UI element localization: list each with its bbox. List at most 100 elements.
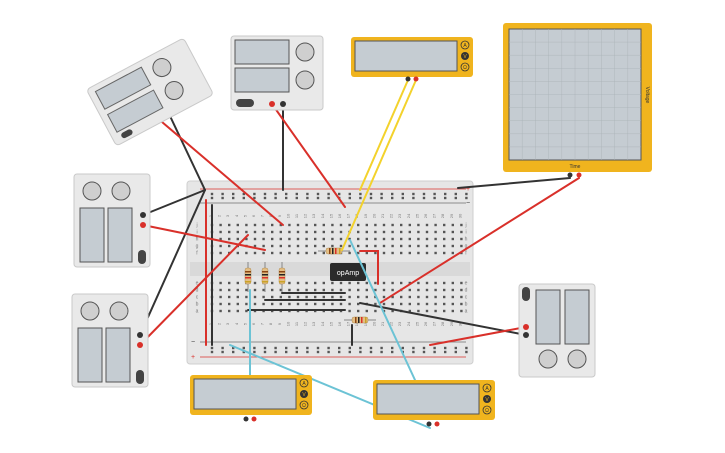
resistor-vertical-3[interactable] — [278, 262, 286, 292]
breadboard-hole[interactable] — [228, 295, 231, 299]
knob-icon[interactable] — [109, 301, 129, 321]
breadboard-hole[interactable] — [296, 237, 300, 241]
breadboard-hole[interactable] — [242, 192, 245, 196]
oscilloscope[interactable]: Time Voltage — [503, 23, 652, 178]
breadboard-hole[interactable] — [348, 281, 351, 285]
breadboard-hole[interactable] — [271, 251, 274, 255]
breadboard-hole[interactable] — [228, 237, 231, 241]
knob-icon[interactable] — [162, 78, 186, 102]
breadboard-hole[interactable] — [331, 302, 334, 306]
breadboard-hole[interactable] — [339, 281, 343, 285]
breadboard-hole[interactable] — [262, 230, 265, 234]
wire-yellow-2[interactable] — [341, 79, 417, 251]
power-supply-right[interactable] — [518, 283, 596, 378]
breadboard-hole[interactable] — [357, 230, 360, 234]
terminal-negative[interactable] — [280, 101, 286, 107]
breadboard-hole[interactable] — [382, 251, 386, 255]
breadboard-hole[interactable] — [382, 295, 386, 299]
breadboard-hole[interactable] — [451, 309, 454, 313]
breadboard-hole[interactable] — [417, 223, 420, 227]
breadboard-hole[interactable] — [408, 244, 411, 248]
knob-icon[interactable] — [82, 181, 102, 201]
breadboard-hole[interactable] — [425, 223, 429, 227]
breadboard-hole[interactable] — [408, 237, 411, 241]
breadboard-hole[interactable] — [236, 251, 239, 255]
breadboard-hole[interactable] — [444, 192, 447, 196]
wire-red-8[interactable] — [359, 250, 379, 285]
breadboard-hole[interactable] — [460, 302, 463, 306]
breadboard-hole[interactable] — [359, 196, 362, 200]
breadboard-hole[interactable] — [279, 251, 282, 255]
terminal-negative[interactable] — [140, 212, 146, 218]
breadboard-hole[interactable] — [357, 223, 360, 227]
breadboard-hole[interactable] — [245, 309, 248, 313]
breadboard-hole[interactable] — [443, 251, 446, 255]
breadboard-hole[interactable] — [331, 223, 334, 227]
breadboard-hole[interactable] — [228, 302, 231, 306]
breadboard-hole[interactable] — [443, 244, 446, 248]
wire-red-3[interactable] — [139, 234, 249, 346]
breadboard-hole[interactable] — [262, 244, 265, 248]
breadboard-hole[interactable] — [228, 309, 231, 313]
knob-icon[interactable] — [538, 349, 558, 369]
breadboard-hole[interactable] — [391, 302, 394, 306]
breadboard-hole[interactable] — [245, 251, 248, 255]
breadboard-hole[interactable] — [408, 288, 411, 292]
mode-button-a[interactable] — [482, 383, 492, 393]
breadboard-hole[interactable] — [451, 281, 454, 285]
breadboard-hole[interactable] — [391, 223, 394, 227]
terminal-negative[interactable] — [137, 332, 143, 338]
breadboard-hole[interactable] — [314, 237, 317, 241]
breadboard-hole[interactable] — [451, 288, 454, 292]
breadboard-hole[interactable] — [454, 350, 457, 354]
power-supply-tilted[interactable] — [86, 38, 213, 146]
mode-button-ohm[interactable] — [482, 405, 492, 415]
breadboard-hole[interactable] — [391, 237, 394, 241]
breadboard-hole[interactable] — [305, 223, 308, 227]
breadboard-hole[interactable] — [433, 350, 436, 354]
breadboard-hole[interactable] — [219, 251, 222, 255]
breadboard-hole[interactable] — [460, 223, 463, 227]
breadboard-hole[interactable] — [425, 230, 429, 234]
breadboard-hole[interactable] — [412, 350, 415, 354]
breadboard-hole[interactable] — [425, 288, 429, 292]
breadboard-hole[interactable] — [305, 251, 308, 255]
breadboard-hole[interactable] — [444, 350, 447, 354]
breadboard-hole[interactable] — [305, 295, 308, 299]
breadboard-hole[interactable] — [412, 196, 415, 200]
power-switch[interactable] — [236, 99, 254, 107]
breadboard-hole[interactable] — [314, 223, 317, 227]
breadboard-hole[interactable] — [425, 295, 429, 299]
breadboard-hole[interactable] — [451, 230, 454, 234]
breadboard-hole[interactable] — [425, 244, 429, 248]
breadboard-hole[interactable] — [242, 346, 245, 350]
breadboard-hole[interactable] — [305, 281, 308, 285]
breadboard-hole[interactable] — [242, 196, 245, 200]
breadboard-hole[interactable] — [314, 288, 317, 292]
breadboard-hole[interactable] — [465, 196, 468, 200]
breadboard-hole[interactable] — [271, 244, 274, 248]
probe-terminal-negative[interactable] — [567, 172, 573, 178]
wire-black-3[interactable] — [139, 189, 206, 336]
resistor-bottom[interactable] — [344, 316, 376, 324]
wire-yellow-1[interactable] — [359, 79, 409, 191]
breadboard-hole[interactable] — [327, 192, 330, 196]
breadboard-hole[interactable] — [434, 230, 437, 234]
breadboard-hole[interactable] — [380, 346, 383, 350]
breadboard-hole[interactable] — [331, 295, 334, 299]
breadboard-hole[interactable] — [219, 223, 222, 227]
breadboard-hole[interactable] — [369, 192, 373, 196]
breadboard-hole[interactable] — [359, 192, 362, 196]
breadboard-hole[interactable] — [228, 223, 231, 227]
breadboard-hole[interactable] — [274, 192, 277, 196]
breadboard-hole[interactable] — [451, 302, 454, 306]
breadboard-hole[interactable] — [365, 281, 368, 285]
breadboard-hole[interactable] — [296, 288, 300, 292]
breadboard-hole[interactable] — [348, 295, 351, 299]
breadboard-hole[interactable] — [400, 223, 403, 227]
breadboard-hole[interactable] — [338, 350, 341, 354]
breadboard-hole[interactable] — [400, 302, 403, 306]
breadboard-hole[interactable] — [271, 223, 274, 227]
breadboard-hole[interactable] — [434, 295, 437, 299]
breadboard-hole[interactable] — [348, 196, 351, 200]
